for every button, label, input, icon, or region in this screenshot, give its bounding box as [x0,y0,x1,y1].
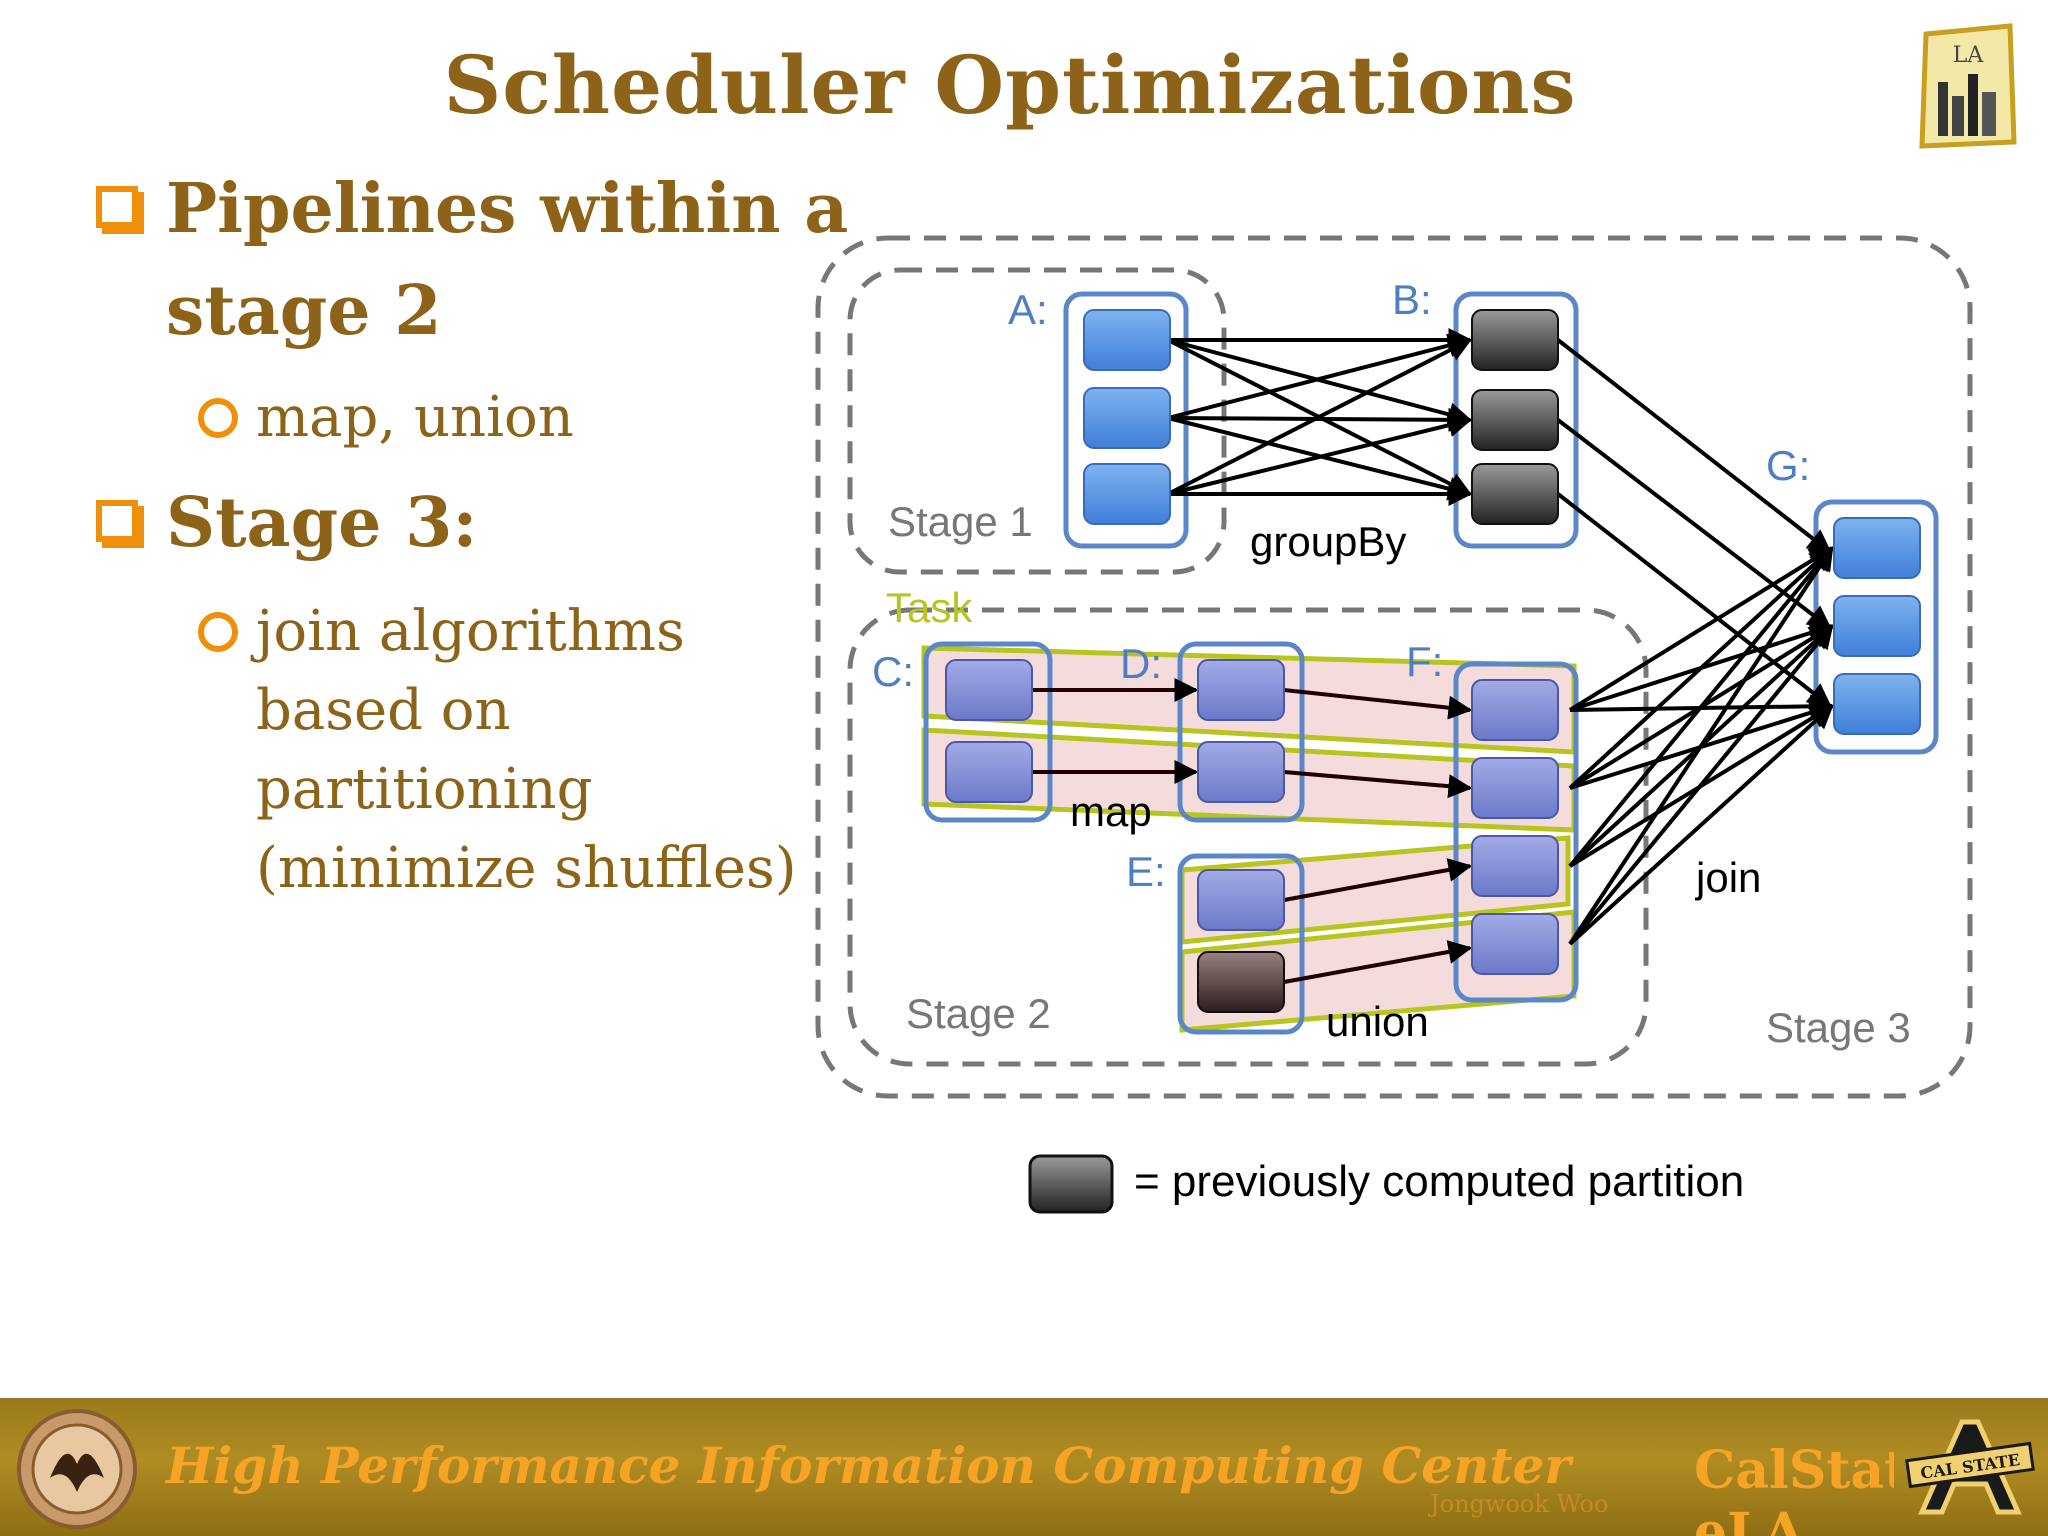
legend-text: = previously computed partition [1134,1157,1744,1206]
checkbox-bullet-icon [96,186,138,228]
rdd-a-partitions [1083,309,1171,525]
bullet-pipelines-line2: stage 2 [166,271,442,351]
rdd-c-partitions [945,659,1033,803]
rdd-b-label: B: [1392,276,1432,323]
circle-bullet-icon [198,398,238,438]
legend-swatch [1028,1154,1114,1214]
rdd-d-partitions [1197,659,1285,803]
sub-bullet-join-line4: (minimize shuffles) [256,836,797,901]
map-label: map [1070,788,1152,835]
sub-bullet-map-union: map, union [198,378,574,457]
partition [1833,673,1921,735]
partition-computed [1197,951,1285,1013]
stage1-label: Stage 1 [888,498,1033,545]
partition [1083,387,1171,449]
partition [1083,309,1171,371]
join-edges [1556,338,1835,946]
rdd-c-label: C: [872,648,914,695]
partition [1471,835,1559,897]
task-label: Task [886,584,973,631]
stage2-boundary [847,607,1649,1067]
partition [1197,659,1285,721]
bullet-pipelines-line1: Pipelines within a [166,169,849,249]
groupby-label: groupBy [1250,518,1406,565]
circle-bullet-icon [198,612,238,652]
partition-computed [1471,389,1559,451]
rdd-b-partitions [1471,309,1559,525]
groupby-edges [1167,328,1473,506]
partition-computed [1471,309,1559,371]
sub-bullet-join-line2: based on [256,678,511,743]
bullet-pipelines: Pipelines within a stage 2 [96,158,849,362]
partition [1471,679,1559,741]
footer-bar: High Performance Information Computing C… [0,1398,2048,1536]
stage3-label: Stage 3 [1766,1004,1911,1051]
pipeline-edges [1032,678,1473,984]
partition [945,741,1033,803]
partition [1197,741,1285,803]
rdd-g-label: G: [1766,442,1810,489]
rdd-f-container [1453,661,1579,1003]
partition [1833,517,1921,579]
rdd-f-partitions [1471,679,1559,975]
cal-state-logo-icon: CAL STATE [1905,1419,2035,1515]
bullet-stage3: Stage 3: [96,472,478,574]
logo-top-text: LA [1953,43,1985,68]
partition [1471,913,1559,975]
partition [1197,869,1285,931]
university-seal-icon [17,1409,137,1529]
partition [1471,757,1559,819]
stage3-boundary [815,235,1973,1099]
partition-computed [1471,463,1559,525]
rdd-e-container [1177,853,1305,1035]
footer-author: Jongwook Woo [1430,1490,1609,1518]
cal-state-la-logo: LA [1919,23,2017,149]
bullet-stage3-line1: Stage 3: [166,483,478,563]
footer-center-name: High Performance Information Computing C… [166,1436,1571,1495]
partition [1833,595,1921,657]
partition [1083,463,1171,525]
stage2-label: Stage 2 [906,990,1051,1037]
partition [945,659,1033,721]
footer-university: CalStat eLA [1694,1440,1894,1536]
slide-title: Scheduler Optimizations [443,38,1577,132]
union-label: union [1326,998,1429,1045]
rdd-f-label: F: [1406,638,1443,685]
sub-bullet-join-line3: partitioning [256,757,593,822]
checkbox-bullet-icon [96,500,138,542]
rdd-e-partitions [1197,869,1285,1013]
join-label: join [1694,854,1761,901]
rdd-e-label: E: [1126,848,1166,895]
rdd-g-partitions [1833,517,1921,735]
rdd-a-label: A: [1008,286,1048,333]
rdd-c-container [923,641,1053,823]
stage1-boundary [847,267,1227,575]
sub-bullet-join-line1: join algorithms [256,599,685,664]
sub-bullet-map-union-line: map, union [256,385,574,450]
rdd-d-container [1177,641,1305,823]
sub-bullet-join: join algorithms based on partitioning (m… [198,592,797,908]
rdd-d-label: D: [1120,640,1162,687]
